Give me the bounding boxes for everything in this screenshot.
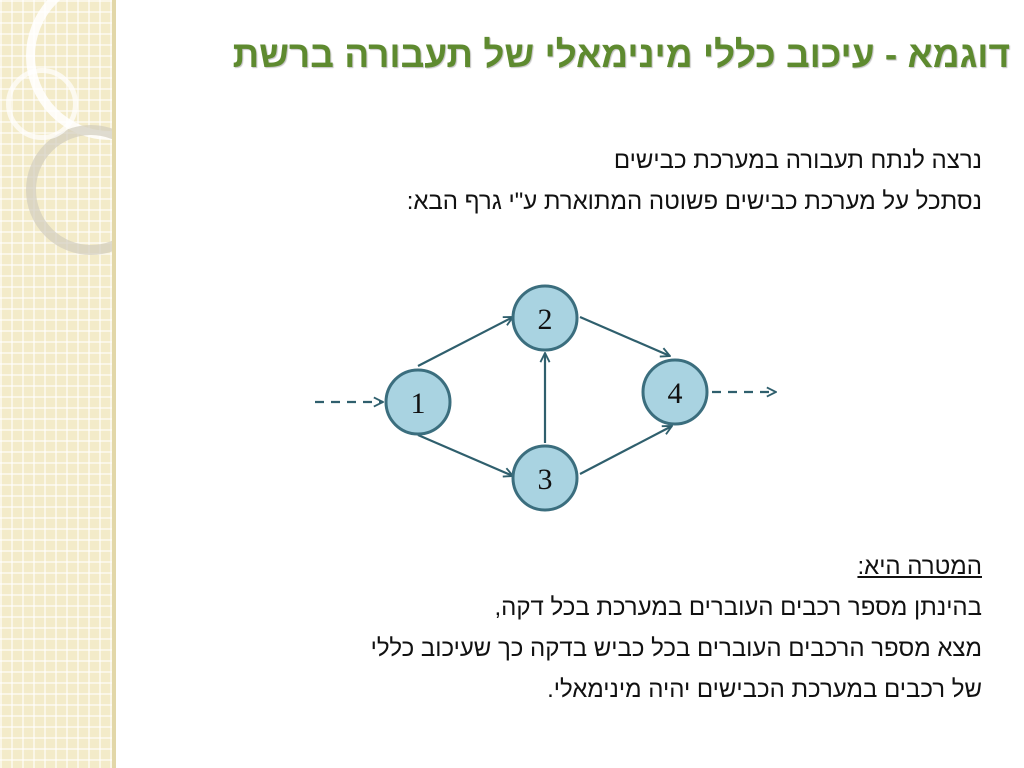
goal-heading: המטרה היא: (857, 553, 982, 580)
slide-title: דוגמא - עיכוב כללי מינימאלי של תעבורה בר… (232, 34, 1010, 75)
graph-node-4: 4 (641, 358, 709, 426)
edge-2-4 (579, 315, 670, 356)
road-network-graph: 1 2 3 4 (315, 284, 790, 512)
graph-node-3: 3 (511, 444, 579, 512)
intro-line: נסתכל על מערכת כבישים פשוטה המתוארת ע"י … (406, 188, 982, 215)
decorative-ring (6, 68, 78, 140)
side-strip-edge (112, 0, 116, 768)
intro-text: נרצה לנתח תעבורה במערכת כבישים נסתכל על … (162, 140, 982, 222)
goal-line: של רכבים במערכת הכבישים יהיה מינימאלי. (547, 676, 982, 703)
node-label: 1 (411, 387, 426, 420)
graph-node-1: 1 (384, 368, 452, 436)
node-label: 3 (538, 463, 553, 496)
decorative-ring (26, 125, 112, 255)
goal-line: בהינתן מספר רכבים העוברים במערכת בכל דקה… (494, 594, 982, 621)
edge-1-3 (417, 433, 513, 476)
goal-text: המטרה היא: בהינתן מספר רכבים העוברים במע… (162, 546, 982, 710)
edge-3-4 (579, 425, 672, 475)
graph-node-2: 2 (511, 284, 579, 352)
goal-line: מצא מספר הרכבים העוברים בכל כביש בדקה כך… (370, 635, 982, 662)
decorative-side-strip (0, 0, 112, 768)
node-label: 2 (538, 303, 553, 336)
node-label: 4 (668, 377, 683, 410)
intro-line: נרצה לנתח תעבורה במערכת כבישים (613, 147, 982, 174)
edge-1-2 (417, 316, 513, 367)
